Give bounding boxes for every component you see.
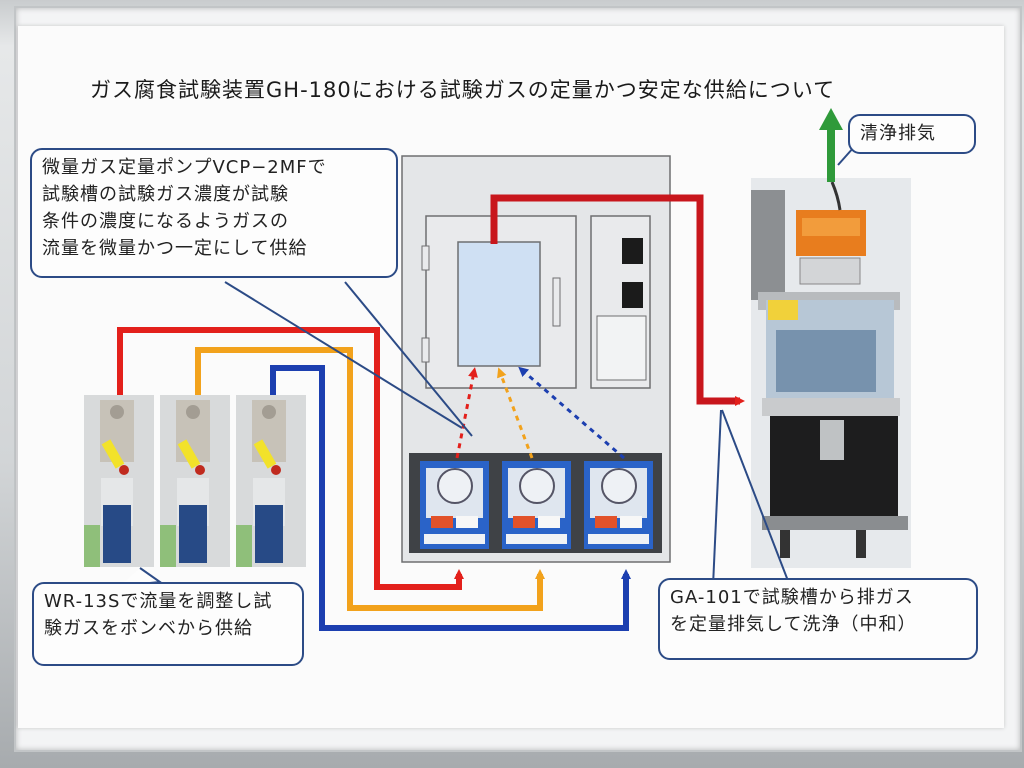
- supply-line-red: [117, 327, 464, 590]
- door-hinge-bottom: [421, 337, 430, 363]
- exhaust-callout: 清浄排気: [848, 114, 976, 154]
- scrubber-photo: [751, 178, 911, 568]
- regulator-callout: WR-13Sで流量を調整し試 験ガスをボンベから供給: [32, 582, 304, 666]
- gas-cylinder-3: [236, 395, 306, 567]
- exhaust-arrow-icon: [819, 108, 843, 182]
- scrubber-callout: GA-101で試験槽から排ガス を定量排気して洗浄（中和）: [658, 578, 978, 660]
- gas-cylinder-photo: [84, 395, 306, 567]
- pump-1-feed-dotted: [455, 367, 478, 459]
- pump-callout: 微量ガス定量ポンプVCP−2MFで 試験槽の試験ガス濃度が試験 条件の濃度になる…: [30, 148, 398, 278]
- scrubber-callout-leader-1: [712, 409, 722, 587]
- gas-cylinder-1: [84, 395, 154, 567]
- dosing-pump-2: [502, 461, 571, 549]
- supply-line-orange: [195, 347, 545, 611]
- dosing-pump-1: [420, 461, 489, 549]
- dosing-pump-icon: [420, 461, 653, 549]
- exhaust-line-to-scrubber: [490, 194, 745, 406]
- poster-title: ガス腐食試験装置GH-180における試験ガスの定量かつ安定な供給について: [90, 78, 836, 102]
- door-handle: [552, 277, 561, 327]
- display-2: [622, 282, 643, 308]
- pump-callout-leader-2: [344, 281, 473, 437]
- chamber-window: [457, 241, 541, 367]
- door-hinge-top: [421, 245, 430, 271]
- scrubber-callout-leader-2: [721, 409, 791, 587]
- panel-plate: [596, 315, 647, 381]
- gas-cylinder-2: [160, 395, 230, 567]
- display-1: [622, 238, 643, 264]
- pump-callout-leader-1: [224, 281, 463, 429]
- dosing-pump-3: [584, 461, 653, 549]
- supply-line-blue: [270, 365, 631, 631]
- pump-3-feed-dotted: [518, 366, 625, 460]
